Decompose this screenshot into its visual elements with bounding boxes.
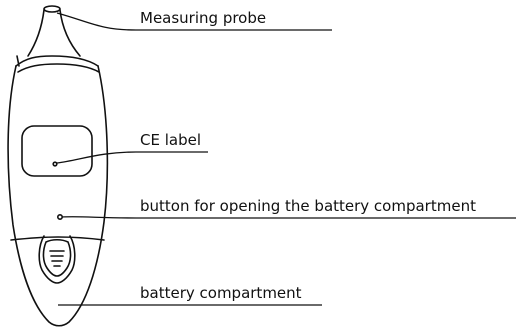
leader-button bbox=[61, 216, 516, 219]
ce-label-window bbox=[21, 125, 93, 177]
battery-latch-inner bbox=[42, 238, 72, 277]
probe-collar bbox=[15, 55, 99, 67]
leader-ce-label bbox=[56, 151, 208, 164]
ce-label-dot bbox=[52, 161, 58, 167]
battery-latch-outer bbox=[38, 235, 76, 284]
leader-probe bbox=[56, 12, 332, 31]
probe-tip bbox=[43, 5, 61, 13]
battery-button-dot bbox=[56, 214, 63, 221]
label-battery-compartment: battery compartment bbox=[140, 284, 302, 302]
housing-outline bbox=[7, 65, 109, 327]
label-battery-button: button for opening the battery compartme… bbox=[140, 197, 476, 215]
probe-collar-inner bbox=[17, 63, 100, 73]
label-measuring-probe: Measuring probe bbox=[140, 9, 267, 27]
label-ce: CE label bbox=[140, 131, 201, 149]
battery-compartment-seam bbox=[10, 236, 105, 241]
